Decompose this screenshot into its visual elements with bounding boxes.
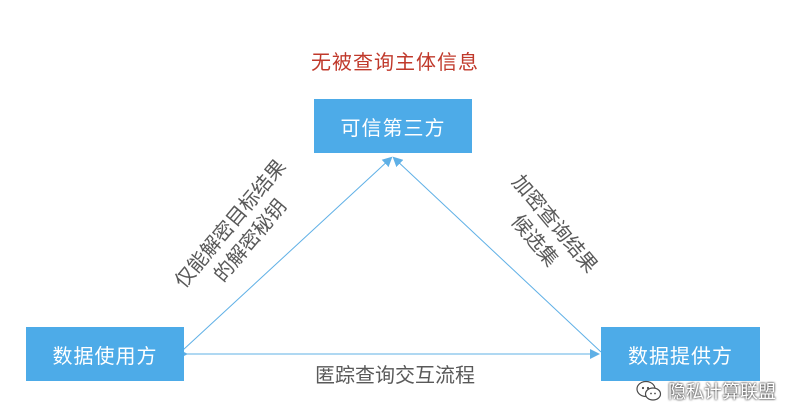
- watermark: 隐私计算联盟: [636, 378, 776, 404]
- chat-bubbles-icon: [636, 380, 662, 401]
- node-label: 数据使用方: [52, 343, 158, 368]
- top-note: 无被查询主体信息: [311, 50, 479, 74]
- node-data-user: 数据使用方: [26, 327, 184, 381]
- node-label: 可信第三方: [340, 115, 446, 140]
- edge-label-bottom: 匿踪查询交互流程: [315, 363, 475, 387]
- arrow-right-to-top: [392, 156, 602, 353]
- node-trusted-third-party: 可信第三方: [314, 99, 472, 153]
- arrow-left-to-top: [182, 156, 393, 351]
- watermark-text: 隐私计算联盟: [668, 382, 776, 403]
- node-label: 数据提供方: [628, 343, 733, 368]
- node-data-provider: 数据提供方: [601, 327, 760, 381]
